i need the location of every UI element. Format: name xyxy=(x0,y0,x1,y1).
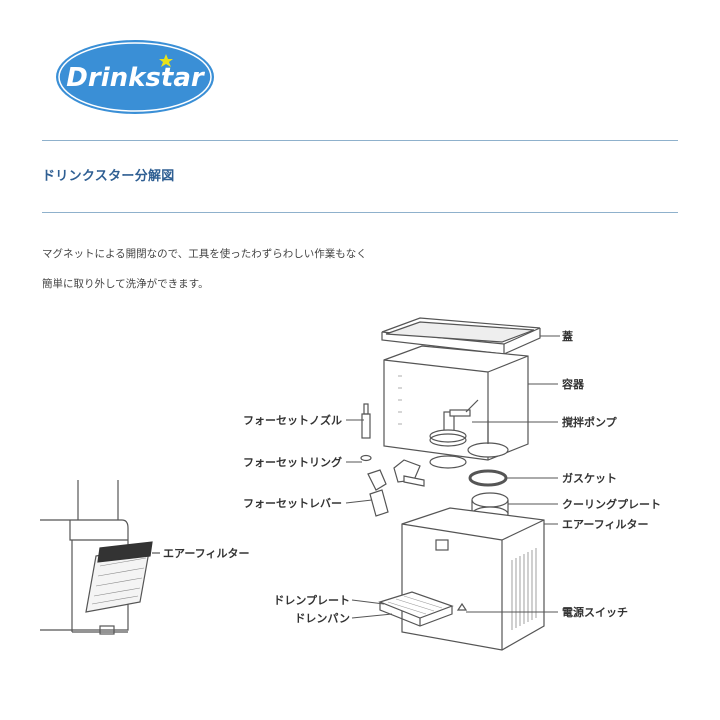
drinkstar-logo: Drinkstar xyxy=(56,40,214,114)
label-cooling-plate: クーリングプレート xyxy=(562,497,661,511)
label-air-filter-left: エアーフィルター xyxy=(163,547,249,560)
gasket-shape xyxy=(468,469,508,487)
label-container: 容器 xyxy=(561,377,585,391)
page-heading: ドリンクスター分解図 xyxy=(42,169,175,184)
label-faucet-nozzle: フォーセットノズル xyxy=(243,413,342,427)
left-machine-view xyxy=(40,480,160,635)
container-shape xyxy=(383,345,529,469)
logo-text: Drinkstar xyxy=(66,63,206,93)
label-stir-pump: 撹拌ポンプ xyxy=(562,415,618,429)
exploded-view-diagram: 蓋 容器 撹拌ポンプ ガスケット クーリングプレート エアーフィルター フォーセ… xyxy=(40,317,661,651)
label-power-switch: 電源スイッチ xyxy=(562,605,628,619)
description-line-2: 簡単に取り外して洗浄ができます。 xyxy=(42,278,209,290)
description-line-1: マグネットによる開閉なので、工具を使ったわずらわしい作業もなく xyxy=(42,248,367,260)
label-drain-pan: ドレンパン xyxy=(294,612,350,625)
divider-bottom xyxy=(42,212,678,213)
base-unit-shape xyxy=(378,507,545,651)
star-icon xyxy=(159,54,173,67)
divider-top xyxy=(42,140,678,141)
label-faucet-lever: フォーセットレバー xyxy=(243,497,342,510)
leader-lines xyxy=(345,335,560,619)
faucet-parts xyxy=(360,403,425,517)
label-drain-plate: ドレンプレート xyxy=(273,593,350,607)
label-faucet-ring: フォーセットリング xyxy=(243,455,342,469)
lid-shape xyxy=(381,317,541,355)
label-gasket: ガスケット xyxy=(562,471,617,485)
label-air-filter-right: エアーフィルター xyxy=(562,518,648,531)
label-lid: 蓋 xyxy=(562,329,573,343)
